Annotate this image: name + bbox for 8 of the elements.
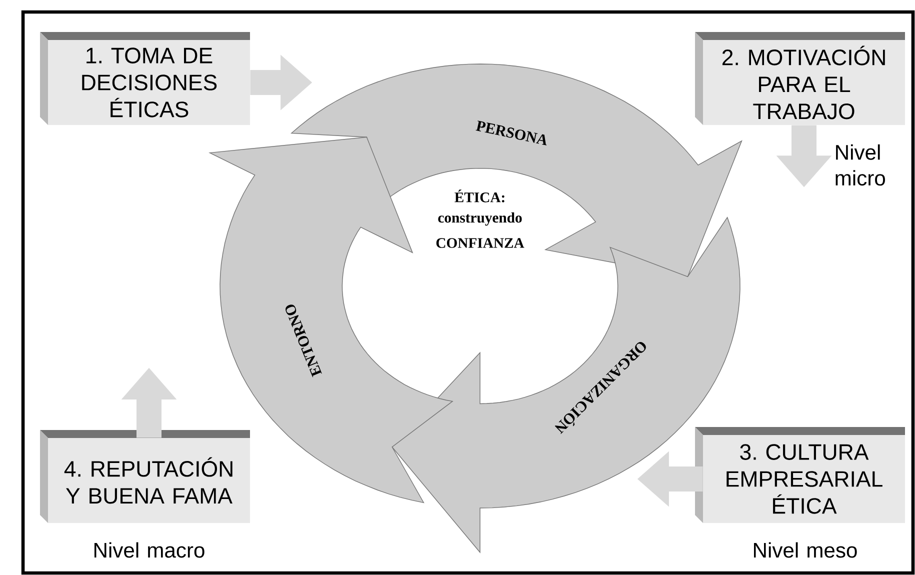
level-label: Nivel macro [94,542,204,558]
level-label: Nivel micro [836,144,885,186]
extruded-box: 1. TOMA DE DECISIONES ÉTICAS [40,32,250,125]
extruded-box: 3. CULTURA EMPRESARIAL ÉTICA [695,427,905,523]
level-label: Nivel meso [754,542,857,558]
centre-text: ÉTICA: [454,190,504,202]
extruded-box: 4. REPUTACIÓN Y BUENA FAMA [40,430,250,523]
extruded-box: 2. MOTIVACIÓN PARA EL TRABAJO [695,32,905,125]
